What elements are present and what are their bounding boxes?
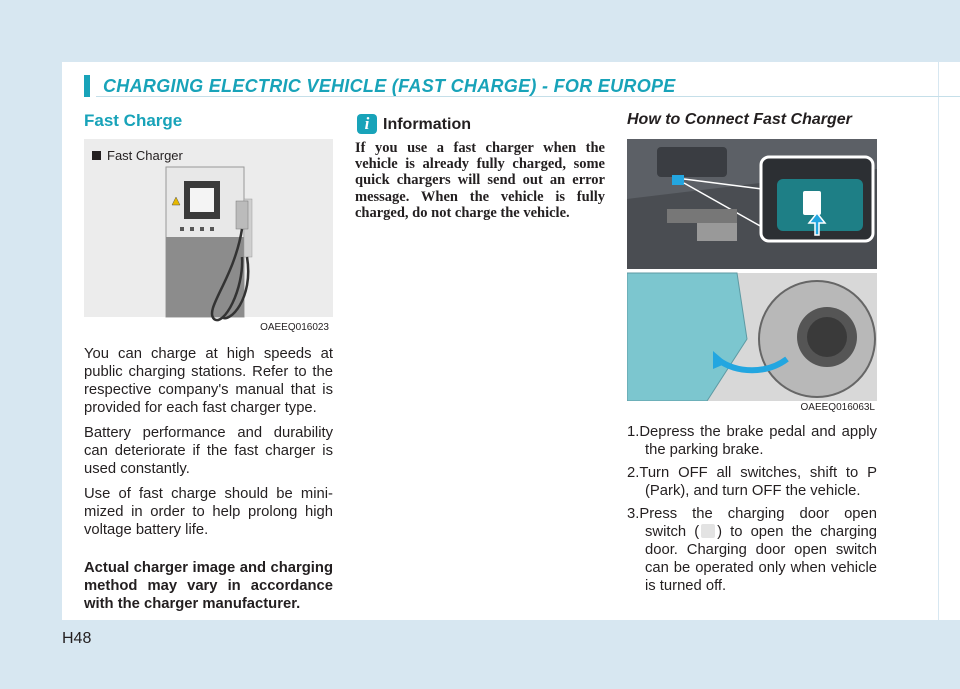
step-number: 2. [627, 465, 640, 481]
charging-door-switch-icon [701, 524, 716, 538]
step-text: ) to open the charging door. Charging do… [645, 524, 877, 594]
figure-label: Fast Charger [92, 148, 183, 163]
fast-charge-heading: Fast Charge [84, 111, 183, 130]
header-divider [96, 96, 960, 97]
step-text: Press the charging door open switch ( [639, 506, 877, 540]
list-item: 2.Turn OFF all switches, shift to P (Par… [627, 464, 877, 500]
note-paragraph: Actual charger image and charging method… [84, 560, 333, 612]
paragraph: You can charge at high speeds at public … [84, 346, 333, 416]
information-icon: i [357, 114, 377, 134]
page-frame-bottom [0, 620, 960, 689]
list-item: 3.Press the charging door open switch ()… [627, 505, 877, 595]
step-text: Depress the brake pedal and apply the pa… [639, 424, 877, 458]
fast-charge-body: You can charge at high speeds at public … [84, 345, 333, 620]
figure-label-text: Fast Charger [107, 148, 183, 163]
fast-charger-illustration [84, 166, 333, 336]
figure-code: OAEEQ016023 [260, 322, 329, 333]
connection-steps: 1.Depress the brake pedal and apply the … [627, 423, 877, 600]
charging-door-figure: OAEEQ016063L [627, 139, 877, 415]
step-number: 3. [627, 506, 640, 522]
how-to-heading: How to Connect Fast Charger [627, 111, 852, 128]
list-item: 1.Depress the brake pedal and apply the … [627, 423, 877, 459]
right-guide-line [938, 62, 939, 620]
page-frame-left [0, 0, 62, 620]
paragraph: Use of fast charge should be mini-mized … [84, 486, 333, 538]
section-title: CHARGING ELECTRIC VEHICLE (FAST CHARGE) … [103, 76, 676, 96]
page-number: H48 [62, 630, 92, 647]
fast-charger-figure: Fast Charger OAEEQ016023 [84, 139, 333, 336]
information-title: Information [383, 116, 471, 133]
header-accent-bar [84, 75, 90, 97]
step-text: Turn OFF all switches, shift to P (Park)… [639, 465, 877, 499]
charging-door-illustration [627, 139, 877, 415]
square-bullet-icon [92, 151, 101, 160]
step-number: 1. [627, 424, 640, 440]
paragraph: Battery performance and durability can d… [84, 425, 333, 477]
figure-code: OAEEQ016063L [800, 402, 876, 413]
information-text: If you use a fast charger when the vehic… [355, 140, 605, 221]
page-frame-top [0, 0, 960, 62]
